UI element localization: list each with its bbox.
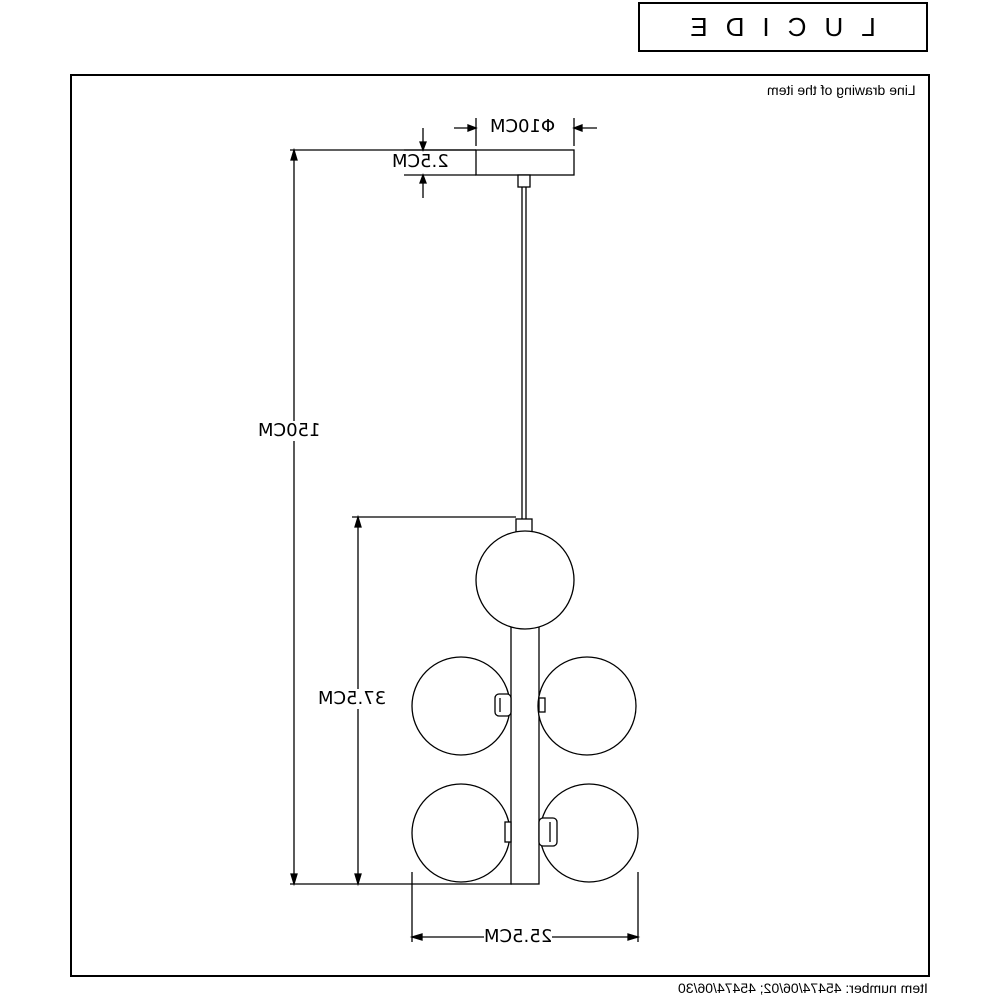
stem-connector <box>517 174 531 188</box>
fixture-height-arrowhead-bottom <box>354 873 362 887</box>
canopy <box>475 149 575 176</box>
fixture-height-label: 37.5CM <box>318 688 387 709</box>
holder-bottom-left <box>504 821 512 843</box>
middle-right-globe <box>537 656 637 756</box>
drawing-frame <box>70 74 930 977</box>
central-bar <box>510 626 540 885</box>
canopy-height-arrowhead-top <box>419 141 427 152</box>
fixture-width-arrowhead-right <box>627 933 641 941</box>
fixture-height-arrowhead-top <box>354 514 362 528</box>
canopy-height-arrowhead-bottom <box>419 173 427 184</box>
brand-logo: LUCIDE <box>638 2 928 52</box>
canopy-diameter-label: Φ10CM <box>490 116 556 137</box>
canopy-height-label: 2.5CM <box>392 151 449 172</box>
top-globe <box>475 530 575 630</box>
canopy-width-arrowhead-right <box>572 124 583 132</box>
total-height-arrowhead-top <box>290 147 298 161</box>
holder-middle-left <box>494 693 512 717</box>
fixture-width-label: 25.5CM <box>484 926 553 947</box>
canopy-width-arrowhead-left <box>467 124 478 132</box>
total-height-arrowhead-bottom <box>290 873 298 887</box>
fixture-width-arrowhead-left <box>409 933 423 941</box>
bottom-left-globe <box>411 783 511 883</box>
holder-middle-right <box>538 697 546 713</box>
holder-bottom-right <box>538 817 558 847</box>
total-height-label: 150CM <box>258 420 321 441</box>
